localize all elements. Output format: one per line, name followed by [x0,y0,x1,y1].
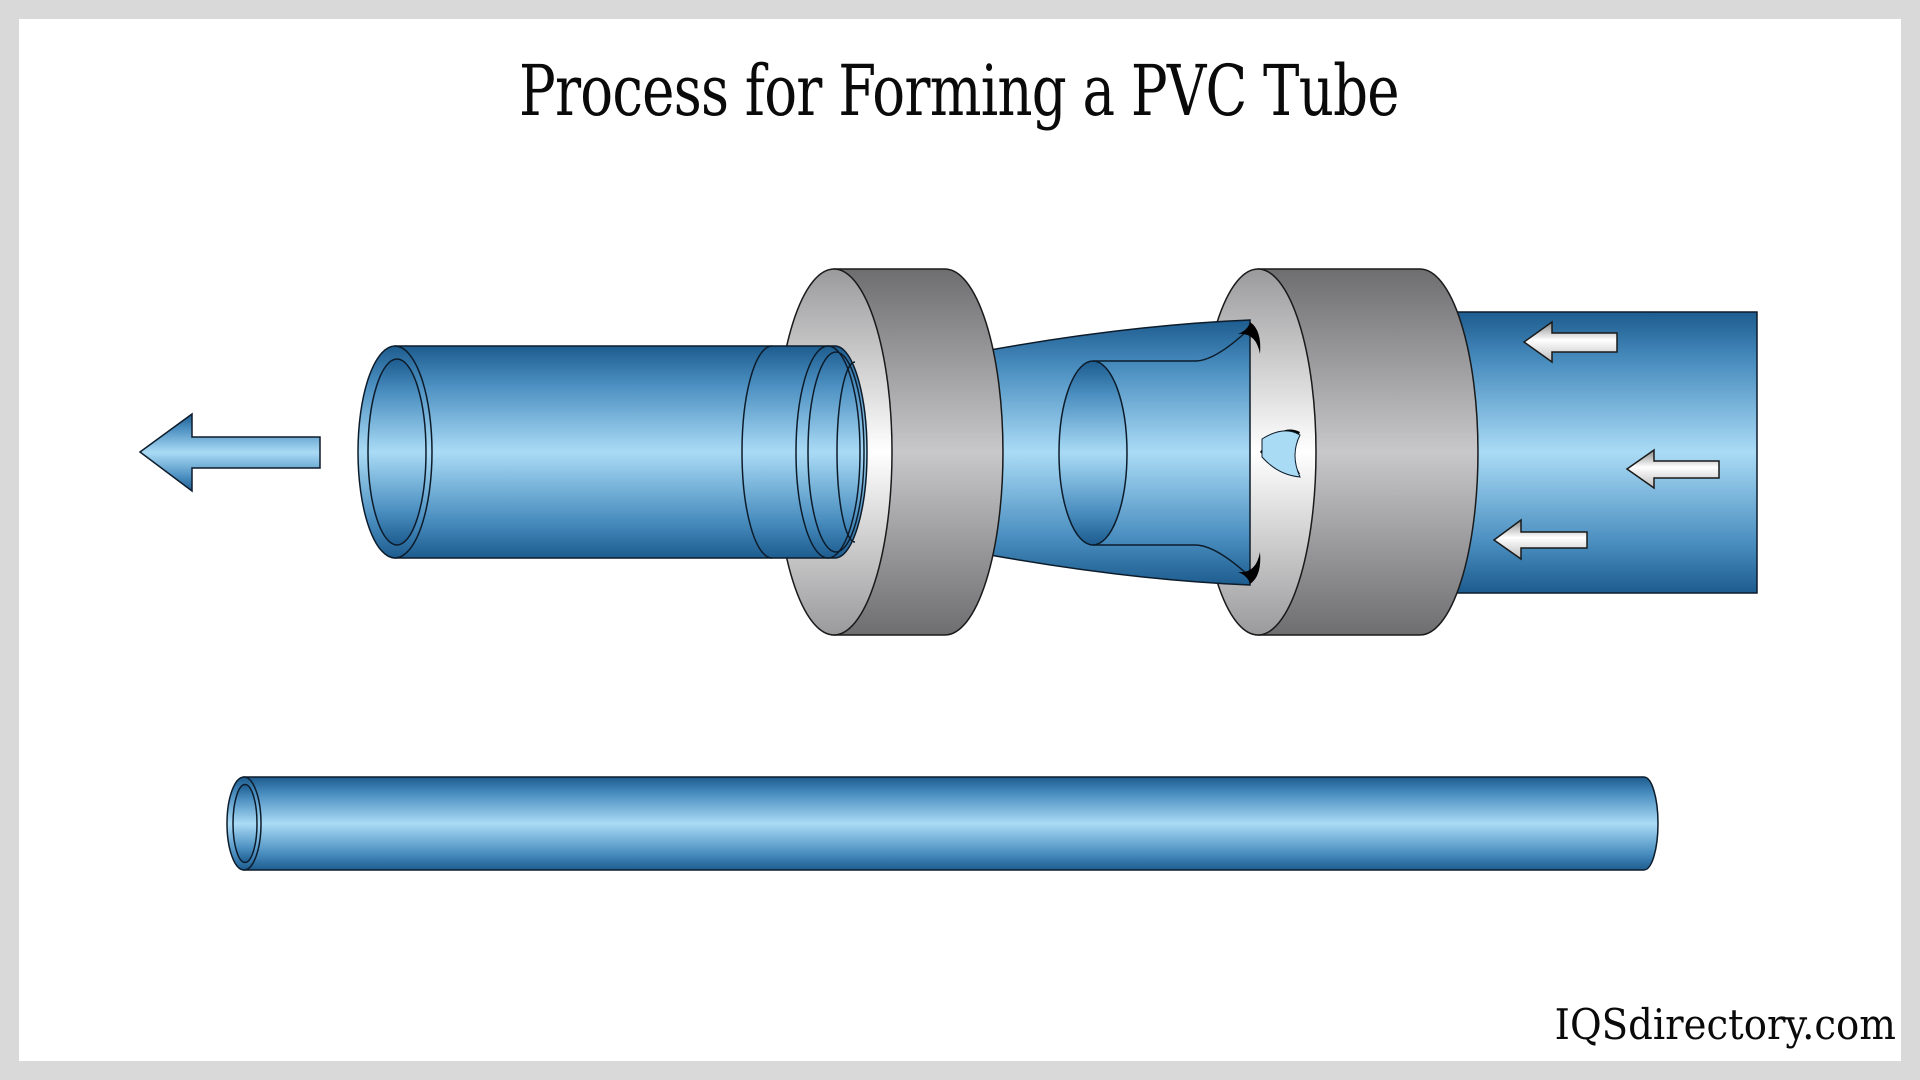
finished-pipe [226,776,1659,871]
arrow-left-icon [1625,448,1720,490]
watermark-logo: IQSdirectory.com [1554,1000,1896,1049]
mandrel-funnel [989,319,1301,586]
diagram-title: Process for Forming a PVC Tube [519,50,1400,132]
arrow-left-icon [1492,518,1588,561]
formed-tube [357,345,868,559]
arrow-left-icon [1522,320,1618,364]
arrow-left-icon [138,412,321,493]
mandrel-end [1058,360,1128,546]
